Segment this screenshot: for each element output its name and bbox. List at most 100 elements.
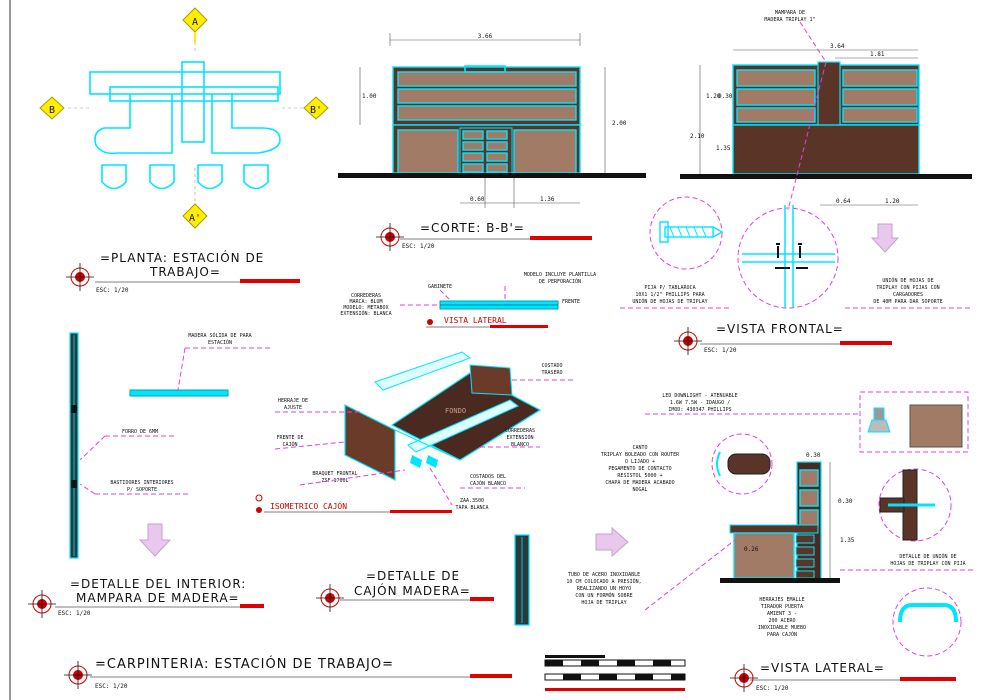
drawer-title-1: =DETALLE DE: [366, 569, 460, 583]
drawer-costados-1: COSTADOS DEL: [470, 474, 506, 480]
lateral-herrajes-6: PARA CAJÓN: [767, 631, 797, 638]
section-dim-width: 3.66: [478, 33, 493, 40]
lateral-union-note-1: DETALLE DE UNIÓN DE: [899, 553, 956, 560]
drawer-fondo: FONDO: [445, 407, 466, 415]
front-union-note-4: DE 40M PARA DAR SOPORTE: [873, 299, 942, 305]
lateral-tubo-3: REALIZANDO UN HOYO: [577, 586, 631, 592]
plan-view: A A' B B': [39, 7, 329, 229]
drawer-correderas-2: EXTENSIÓN: [506, 434, 533, 441]
drawer-iso-title: ISOMETRICO CAJÓN: [270, 500, 347, 511]
front-dim-135: 1.35: [716, 145, 731, 152]
section-dim-b: 1.36: [540, 196, 555, 203]
plan-scale: ESC: 1/20: [96, 287, 129, 294]
interior-title-1: =DETALLE DEL INTERIOR:: [70, 577, 246, 591]
lateral-small-gabinete: GABINETE: [428, 284, 452, 290]
lateral-canto-2: TRIPLAY BOLEADO CON ROUTER: [601, 452, 680, 458]
front-dim-064: 0.64: [836, 198, 851, 205]
drawer-tapa-2: TAPA BLANCA: [455, 505, 488, 511]
plan-title-block: =PLANTA: ESTACIÓN DE TRABAJO= ESC: 1/20: [95, 250, 300, 294]
interior-title-block: =DETALLE DEL INTERIOR: MAMPARA DE MADERA…: [55, 577, 264, 617]
lateral-scale: ESC: 1/20: [756, 685, 789, 692]
target-symbol-drawer: [316, 584, 344, 612]
lateral-small-top-note-2: DE PERFORACIÓN: [539, 278, 581, 285]
plan-title-2: TRABAJO=: [149, 265, 221, 279]
front-screw-note-1: PIJA P/ TABLAROCA: [644, 285, 695, 291]
marker-right-label: B': [310, 105, 322, 116]
lateral-title: =VISTA LATERAL=: [760, 661, 885, 675]
target-symbol-section: [376, 223, 404, 251]
front-dim-120: 1.20: [706, 93, 721, 100]
lateral-view: LED DOWNLIGHT - ATENUABLE 1.6W 7.5W - ID…: [514, 391, 975, 657]
interior-detail: MADERA SÓLIDA DE PARA ESTACIÓN FORRO DE …: [69, 332, 270, 559]
section-marker-a-bottom: A': [182, 203, 208, 229]
target-symbol-plan: [66, 263, 94, 291]
interior-scale: ESC: 1/20: [58, 610, 91, 617]
front-dim-030: 0.30: [718, 93, 733, 100]
drawer-costado-trasero-2: TRASERO: [541, 370, 562, 376]
front-scale: ESC: 1/20: [704, 347, 737, 354]
drawer-correderas-3: BLANCO: [511, 442, 529, 448]
lateral-canto-5: RESISTOL 5000 +: [617, 473, 662, 479]
marker-bottom-label: A': [189, 213, 201, 224]
section-title: =CORTE: B-B'=: [420, 221, 525, 235]
section-marker-b-right: B': [303, 96, 329, 120]
lateral-herrajes-1: HERRAJES EMALLE: [759, 597, 804, 603]
lateral-small-view: GABINETE MODELO INCLUYE PLANTILLA DE PER…: [340, 272, 596, 328]
interior-note-bastidores-2: P/ SOPORTE: [127, 487, 157, 493]
lateral-small-title: VISTA LATERAL: [444, 316, 507, 325]
target-symbol-front: [674, 327, 702, 355]
lateral-union-note-2: HOJAS DE TRIPLAY CON PIJA: [890, 561, 965, 567]
drawer-costado-trasero-1: COSTADO: [541, 363, 562, 369]
main-scale: ESC: 1/20: [95, 683, 128, 690]
section-dim-a: 0.60: [470, 196, 485, 203]
front-dim-210: 2.10: [690, 133, 705, 140]
target-symbol-lateral: [730, 664, 758, 692]
drawer-frente-cajon-2: CAJÓN: [282, 441, 297, 448]
lateral-tubo-4: CON UN FORMÓN SOBRE: [575, 592, 632, 599]
lateral-led-note-3: IMOD: 430347 PHILLIPS: [668, 407, 731, 413]
front-title-block: =VISTA FRONTAL= ESC: 1/20: [700, 322, 892, 354]
lateral-canto-4: PEGAMENTO DE CONTACTO: [608, 466, 671, 472]
front-screw-note-3: UNIÓN DE HOJAS DE TRIPLAY: [632, 298, 707, 305]
lateral-dim-030a: 0.30: [806, 452, 821, 459]
lateral-tubo-1: TUBO DE ACERO INOXIDABLE: [568, 572, 640, 578]
lateral-dim-135: 1.35: [840, 537, 855, 544]
drawer-title-2: CAJÓN MADERA=: [354, 583, 471, 598]
front-note-top-1: MAMPARA DE: [775, 10, 805, 16]
lateral-small-left-note-4: EXTENSIÓN: BLANCA: [340, 310, 391, 317]
drawer-frente-cajon-1: FRENTE DE: [276, 435, 303, 441]
interior-note-madera-2: ESTACIÓN: [208, 339, 232, 346]
lateral-canto-3: O LIJADO +: [625, 459, 655, 465]
lateral-herrajes-5: INOXIDABLE MUEBO: [758, 625, 806, 631]
section-dim-upper: 1.00: [362, 93, 377, 100]
interior-note-forro: FORRO DE 6MM: [122, 429, 158, 435]
lateral-dim-026: 0.26: [744, 546, 759, 553]
lateral-canto-7: NOGAL: [632, 487, 647, 493]
main-title-block: =CARPINTERIA: ESTACIÓN DE TRABAJO= ESC: …: [90, 656, 512, 690]
lateral-small-top-note-1: MODELO INCLUYE PLANTILLA: [524, 272, 596, 278]
section-title-block: =CORTE: B-B'= ESC: 1/20: [400, 221, 592, 250]
section-scale: ESC: 1/20: [402, 243, 435, 250]
section-marker-b-left: B: [39, 96, 65, 120]
section-dim-height: 2.00: [612, 120, 627, 127]
drawer-tapa-1: ZAA.3500: [460, 498, 484, 504]
lateral-led-note-1: LED DOWNLIGHT - ATENUABLE: [662, 393, 737, 399]
lateral-herrajes-3: AMIENT 3 -: [767, 611, 797, 617]
front-dim-right: 1.81: [870, 51, 885, 58]
interior-title-2: MAMPARA DE MADERA=: [76, 591, 240, 605]
lateral-herrajes-4: 200 ACERO: [768, 618, 795, 624]
lateral-small-frente: FRENTE: [562, 299, 580, 305]
plan-title-1: =PLANTA: ESTACIÓN DE: [100, 250, 264, 265]
lateral-small-left-note-3: MODELO: METABOX: [343, 305, 388, 311]
drawer-braquet-2: ZSF.1700L: [321, 478, 348, 484]
front-view: MAMPARA DE MADERA TRIPLAY 1" 3.64 1.81 2…: [620, 10, 972, 309]
front-union-note-1: UNIÓN DE HOJAS DE: [882, 277, 933, 284]
front-title: =VISTA FRONTAL=: [716, 322, 844, 336]
lateral-tubo-5: HOJA DE TRIPLAY: [581, 600, 626, 606]
drawer-isometric: FONDO COSTADO TRASERO HERRAJE DE AJUSTE …: [255, 351, 575, 513]
front-screw-note-2: 10X1 1/2" PHILLIPS PARA: [635, 292, 704, 298]
drawer-title-block: =DETALLE DE CAJÓN MADERA=: [340, 569, 494, 601]
section-marker-a-top: A: [182, 7, 208, 42]
main-title: =CARPINTERIA: ESTACIÓN DE TRABAJO=: [95, 656, 394, 672]
